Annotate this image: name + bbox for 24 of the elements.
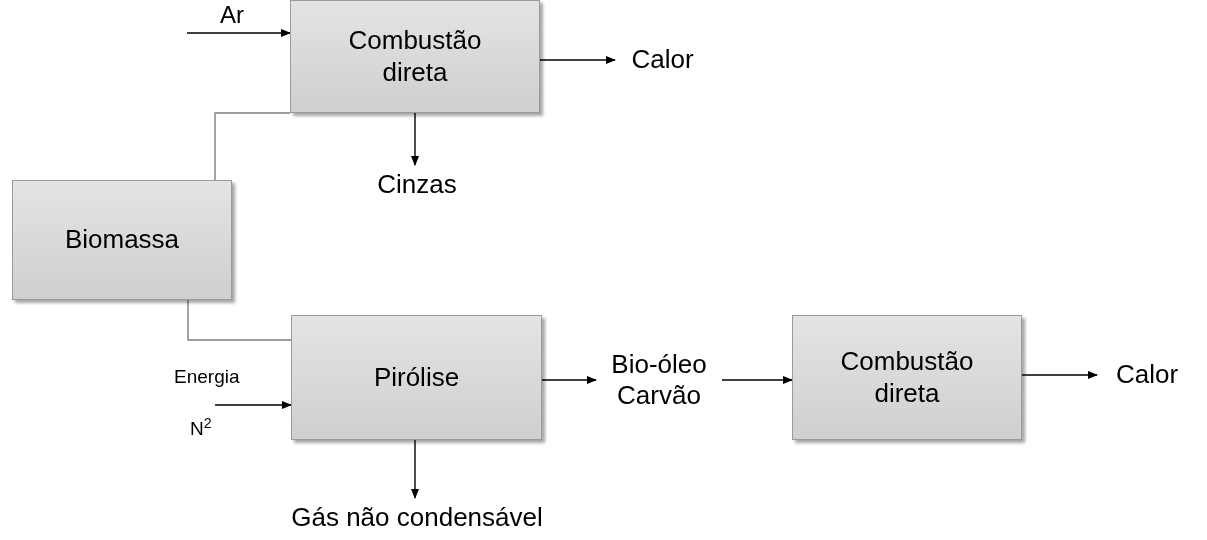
arrow: [186, 29, 291, 37]
arrow: [411, 112, 419, 166]
node-text: Bio-óleo Carvão: [610, 348, 708, 412]
connector-line: [214, 112, 291, 181]
process-box: [792, 315, 1022, 440]
arrow: [541, 376, 597, 384]
node-text: Calor: [1115, 359, 1179, 391]
node-text: Combustão direta: [839, 346, 975, 409]
arrow: [1021, 371, 1098, 379]
arrow: [214, 401, 292, 409]
arrow: [411, 439, 419, 499]
node-text: Cinzas: [377, 169, 457, 201]
node-text: Biomassa: [64, 224, 180, 256]
node-text: Gás não condensável: [291, 502, 543, 534]
process-box: [291, 315, 542, 440]
arrow: [721, 376, 793, 384]
input-label: N$^{2}$: [190, 418, 212, 441]
arrow: [539, 56, 616, 64]
node-text: Pirólise: [373, 361, 460, 394]
node-text: Calor: [631, 44, 694, 76]
process-box: [12, 180, 232, 300]
node-text: Combustão direta: [347, 25, 483, 88]
process-box: [290, 0, 540, 113]
connector-line: [187, 299, 292, 341]
